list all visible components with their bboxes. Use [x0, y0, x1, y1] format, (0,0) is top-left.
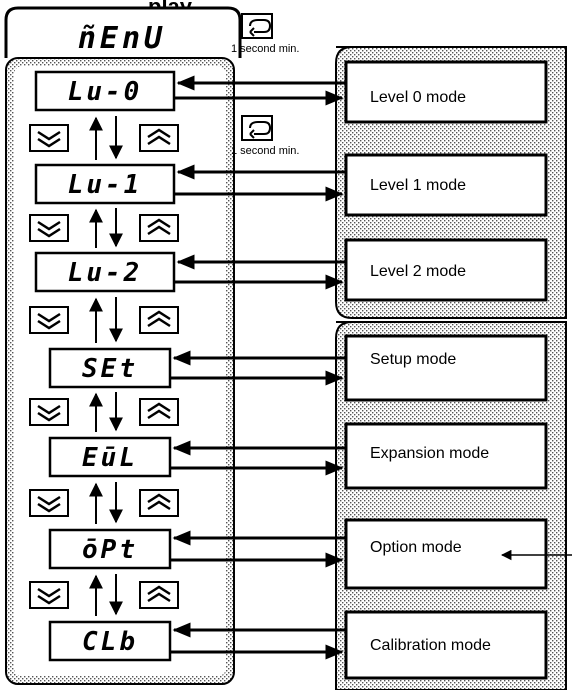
svg-text:Lu-0: Lu-0 — [68, 77, 143, 107]
double-chevron-down-icon — [29, 214, 69, 242]
svg-text:Lu-2: Lu-2 — [68, 258, 143, 288]
mode-group-panel-settings — [335, 321, 567, 690]
display-box-lu2: Lu-2 — [34, 251, 176, 293]
svg-text:Expansion mode: Expansion mode — [370, 445, 489, 462]
display-box-clb: CLb — [48, 620, 172, 662]
double-chevron-down-icon — [29, 306, 69, 334]
mode-box-level1[interactable]: Level 1 mode — [344, 153, 548, 217]
svg-text:ōPt: ōPt — [82, 535, 138, 565]
svg-text:CLb: CLb — [82, 627, 138, 657]
double-chevron-up-icon — [139, 489, 179, 517]
display-box-lu1: Lu-1 — [34, 163, 176, 205]
double-chevron-up-icon — [139, 124, 179, 152]
display-box-lu0: Lu-0 — [34, 70, 176, 112]
key-hint-text-1: 1 second min. — [231, 43, 299, 55]
double-chevron-down-icon — [29, 581, 69, 609]
key-hint-text-2: 1 second min. — [231, 145, 299, 157]
svg-text:Lu-1: Lu-1 — [68, 170, 143, 200]
svg-text:Option mode: Option mode — [370, 539, 462, 556]
display-box-set: SEt — [48, 347, 172, 389]
svg-text:Level 2 mode: Level 2 mode — [370, 263, 466, 280]
svg-text:EūL: EūL — [82, 443, 138, 473]
svg-text:Calibration mode: Calibration mode — [370, 637, 491, 654]
mode-box-calibration[interactable]: Calibration mode — [344, 610, 548, 680]
mode-box-expansion[interactable]: Expansion mode — [344, 422, 548, 490]
svg-text:Setup mode: Setup mode — [370, 351, 456, 368]
double-chevron-up-icon — [139, 214, 179, 242]
double-chevron-down-icon — [29, 489, 69, 517]
svg-text:Level 0 mode: Level 0 mode — [370, 89, 466, 106]
display-box-eut: EūL — [48, 436, 172, 478]
mode-box-level2[interactable]: Level 2 mode — [344, 238, 548, 302]
mode-key-icon-1 — [241, 13, 273, 39]
mode-key-icon-2 — [241, 115, 273, 141]
mode-box-option[interactable]: Option mode — [344, 518, 548, 590]
double-chevron-up-icon — [139, 306, 179, 334]
svg-text:Level 1 mode: Level 1 mode — [370, 177, 466, 194]
double-chevron-up-icon — [139, 581, 179, 609]
double-chevron-up-icon — [139, 398, 179, 426]
mode-box-setup[interactable]: Setup mode — [344, 334, 548, 402]
display-box-opt: ōPt — [48, 528, 172, 570]
svg-text:SEt: SEt — [82, 354, 138, 384]
mode-box-level0[interactable]: Level 0 mode — [344, 60, 548, 124]
menu-tab-frame — [4, 6, 242, 58]
double-chevron-down-icon — [29, 124, 69, 152]
double-chevron-down-icon — [29, 398, 69, 426]
menu-display-label: ñEnU — [78, 21, 166, 56]
